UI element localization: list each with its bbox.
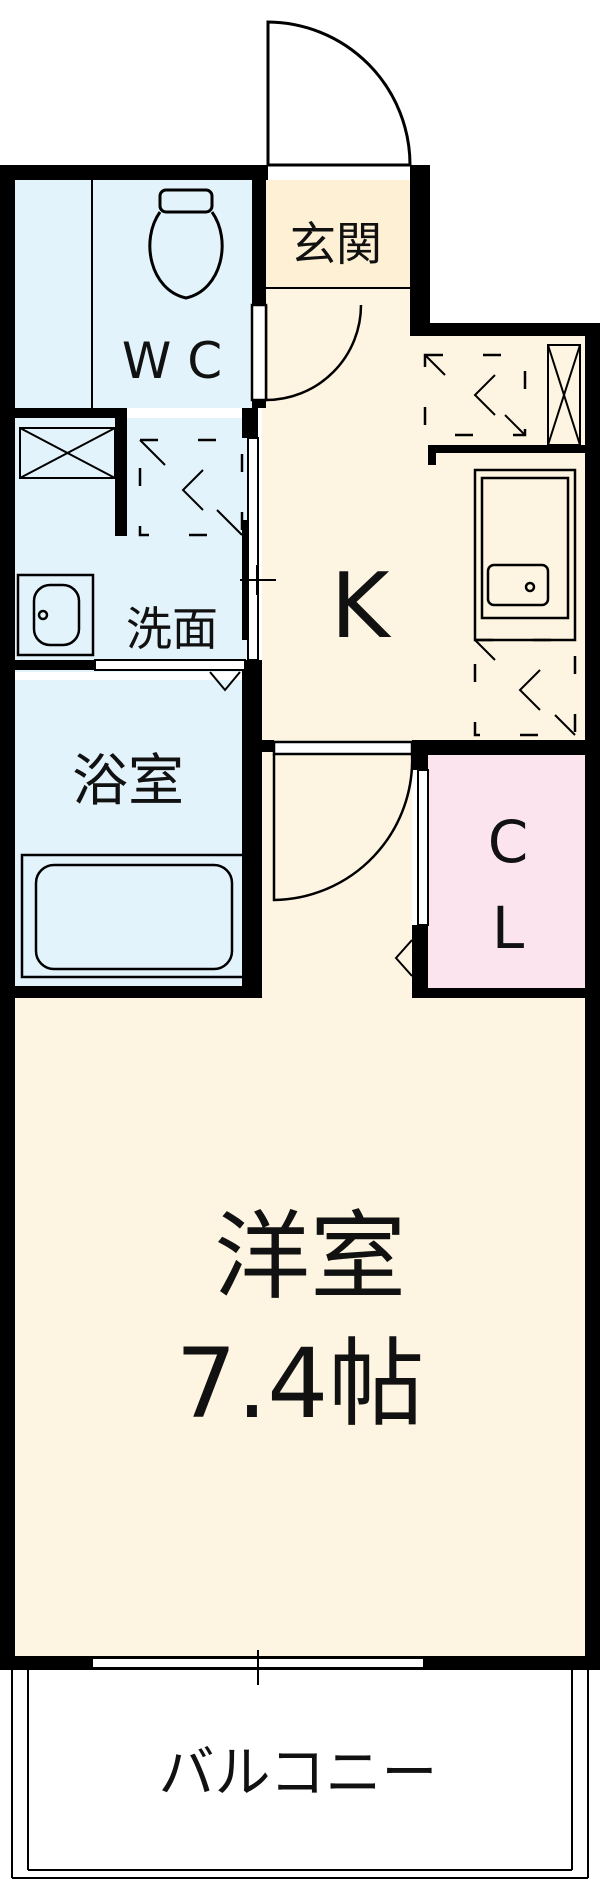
washroom-door [240, 437, 276, 661]
western-room-label: 洋室 [214, 1201, 406, 1313]
entrance-area [262, 180, 412, 288]
storage-box-icon [19, 427, 116, 479]
bathroom-area [12, 680, 257, 988]
appliance-arrow-icon [474, 639, 576, 736]
kitchen-label: K [330, 554, 391, 659]
appliance-space-icon [473, 638, 577, 737]
western-room-size: 7.4帖 [176, 1328, 425, 1440]
bathtub-icon [20, 853, 246, 979]
bathroom-label: 浴室 [72, 749, 184, 814]
entrance-label: 玄関 [290, 217, 382, 271]
kitchen-area-upper [262, 288, 420, 748]
kitchen-counter-icon [473, 468, 577, 642]
entrance-door [262, 20, 412, 289]
balcony-area [12, 1670, 588, 1875]
toilet-icon [148, 188, 224, 300]
wc-door [250, 303, 363, 402]
refrigerator-arrow-icon [424, 354, 526, 436]
hall-door [272, 740, 414, 902]
washroom-bathroom-door [94, 659, 246, 692]
balcony-label: バルコニー [159, 1741, 438, 1806]
western-room-area [12, 996, 588, 1656]
walls [0, 165, 600, 1670]
wc-label: W C [122, 332, 222, 390]
closet-door [394, 769, 429, 977]
pipe-space-icon [547, 344, 581, 446]
wc-area [12, 180, 252, 408]
closet-label-l: L [492, 894, 524, 962]
hall-area [262, 748, 412, 996]
washer-space-icon [138, 438, 244, 537]
washer-arrow-icon [139, 439, 243, 536]
closet-area [428, 755, 588, 990]
washbasin-icon [16, 573, 95, 657]
balcony-window [91, 1650, 425, 1685]
closet-label-c: C [488, 808, 529, 876]
kitchen-area-right [420, 332, 588, 748]
washroom-label: 洗面 [126, 602, 218, 656]
balcony-rail [11, 1670, 589, 1879]
